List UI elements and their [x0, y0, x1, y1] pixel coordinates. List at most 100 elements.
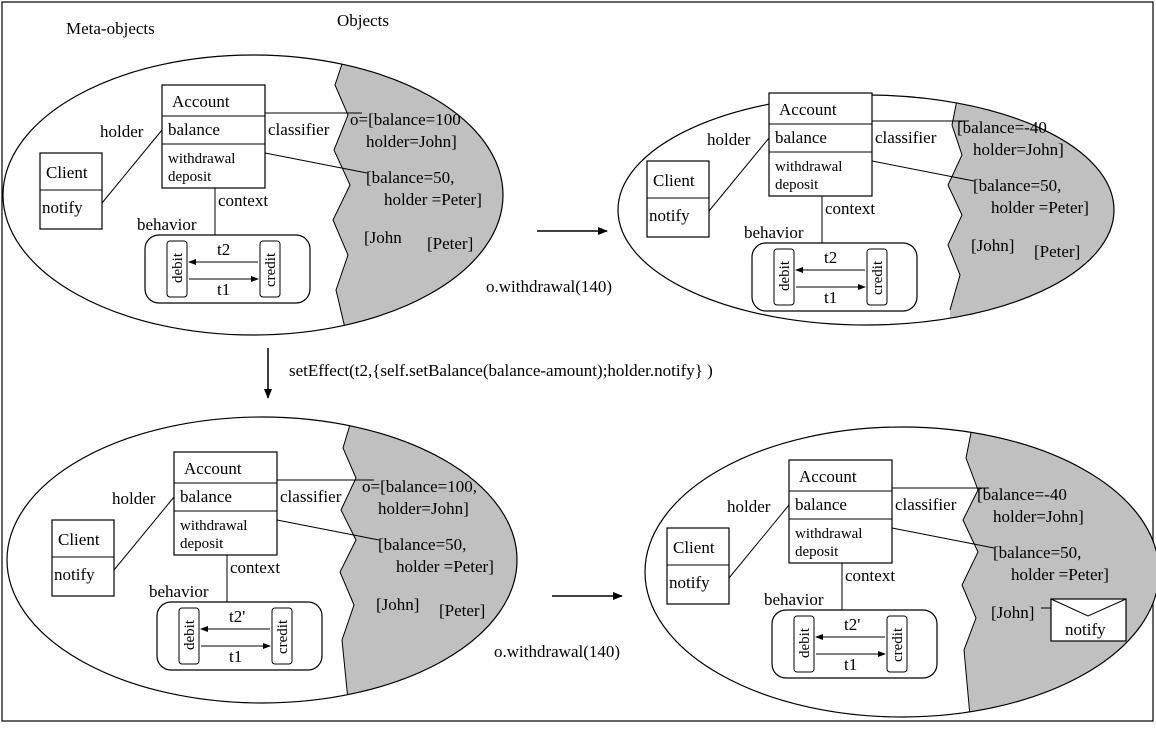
panel-ellipse [2, 54, 504, 336]
object-peter-account-line1: [balance=50, [973, 176, 1061, 195]
client-class-name: Client [46, 163, 88, 182]
debit-label: debit [777, 260, 793, 291]
withdrawal-method: withdrawal [775, 159, 842, 175]
debit-label: debit [797, 627, 813, 658]
holder-role-label: holder [112, 489, 156, 508]
meta-object-boundary [339, 417, 357, 701]
john-object: [John] [991, 603, 1034, 622]
holder-association [708, 137, 770, 212]
client-class-name: Client [653, 171, 695, 190]
classifier-label: classifier [280, 487, 342, 506]
object-o-line2: holder=John] [378, 499, 469, 518]
account-class-name: Account [172, 92, 230, 111]
behavior-label: behavior [137, 215, 197, 234]
account-class-box [161, 84, 266, 189]
meta-object-boundary [947, 95, 963, 311]
object-peter-account-line2: holder =Peter] [1011, 565, 1109, 584]
john-object: [John] [376, 595, 419, 614]
envelope-flap [1050, 598, 1127, 617]
transition-t1-label: t1 [844, 655, 857, 674]
credit-state [866, 248, 888, 306]
bottom-call-label: o.withdrawal(140) [494, 642, 620, 661]
holder-role-label: holder [100, 122, 144, 141]
classifier-label: classifier [895, 495, 957, 514]
account-class-name: Account [779, 100, 837, 119]
transition-t1-label: t1 [824, 288, 837, 307]
context-label: context [845, 566, 895, 585]
instance-link [871, 160, 975, 182]
object-peter-account-line2: holder =Peter] [396, 557, 494, 576]
notify-method: notify [54, 565, 95, 584]
notify-method: notify [42, 198, 83, 217]
behavior-label: behavior [744, 223, 804, 242]
instance-link [891, 527, 995, 549]
classifier-label: classifier [268, 120, 330, 139]
instance-link [276, 519, 380, 541]
credit-state [886, 615, 908, 673]
set-effect-label: setEffect(t2,{self.setBalance(balance-am… [289, 361, 713, 380]
client-class-box [51, 519, 115, 597]
credit-label: credit [870, 260, 886, 295]
debit-state [178, 607, 200, 665]
credit-label: credit [263, 252, 279, 287]
debit-label: debit [182, 619, 198, 650]
objects-heading: Objects [337, 11, 389, 30]
john-object: [John [364, 228, 402, 247]
panel-top-right: Account balance withdrawal deposit Client not… [617, 92, 1115, 326]
object-peter-account-line1: [balance=50, [993, 543, 1081, 562]
object-o-line1: o=[balance=100 [350, 110, 461, 129]
peter-object: [Peter] [1034, 242, 1080, 261]
withdrawal-method: withdrawal [168, 151, 235, 167]
transition-t1-label: t1 [229, 647, 242, 666]
transition-t2-label: t2' [844, 615, 860, 634]
transition-t1-label: t1 [217, 280, 230, 299]
panel-ellipse [644, 426, 1156, 718]
top-call-label: o.withdrawal(140) [486, 277, 612, 296]
object-o-line1: [balance=-40 [977, 485, 1067, 504]
deposit-method: deposit [795, 544, 839, 560]
instance-link [264, 152, 368, 174]
panel-ellipse [6, 416, 518, 704]
behavior-label: behavior [764, 590, 824, 609]
credit-state [259, 240, 281, 298]
object-o-line2: holder=John] [973, 140, 1064, 159]
account-class-box [788, 459, 893, 564]
object-peter-account-line2: holder =Peter] [991, 198, 1089, 217]
transition-t2-label: t2' [229, 607, 245, 626]
account-class-box [173, 451, 278, 556]
john-object: [John] [971, 236, 1014, 255]
panel-bottom-right: AccountbalancewithdrawaldepositClientnot… [644, 426, 1156, 718]
client-class-box [666, 527, 730, 605]
holder-role-label: holder [707, 130, 751, 149]
classifier-label: classifier [875, 128, 937, 147]
meta-object-boundary [332, 55, 351, 329]
debit-label: debit [170, 252, 186, 283]
balance-attribute: balance [168, 120, 220, 139]
panel-top-left: AccountbalancewithdrawaldepositClientnot… [2, 54, 504, 336]
transition-t2-label: t2 [217, 240, 230, 259]
holder-association [113, 496, 175, 571]
context-label: context [218, 191, 268, 210]
context-label: context [230, 558, 280, 577]
client-class-box [39, 152, 103, 230]
transition-t2-label: t2 [824, 248, 837, 267]
object-o-line2: holder=John] [366, 132, 457, 151]
notify-message-envelope [1050, 598, 1127, 642]
object-peter-account-line1: [balance=50, [366, 168, 454, 187]
peter-object: [Peter] [427, 234, 473, 253]
meta-objects-heading: Meta-objects [66, 19, 155, 38]
credit-label: credit [890, 627, 906, 662]
withdrawal-method: withdrawal [180, 518, 247, 534]
deposit-method: deposit [775, 177, 819, 193]
account-class-name: Account [799, 467, 857, 486]
balance-attribute: balance [775, 128, 827, 147]
account-class-box [768, 92, 873, 197]
credit-label: credit [275, 619, 291, 654]
meta-object-boundary [961, 427, 979, 717]
behavior-label: behavior [149, 582, 209, 601]
balance-attribute: balance [795, 495, 847, 514]
notify-method: notify [649, 206, 690, 225]
